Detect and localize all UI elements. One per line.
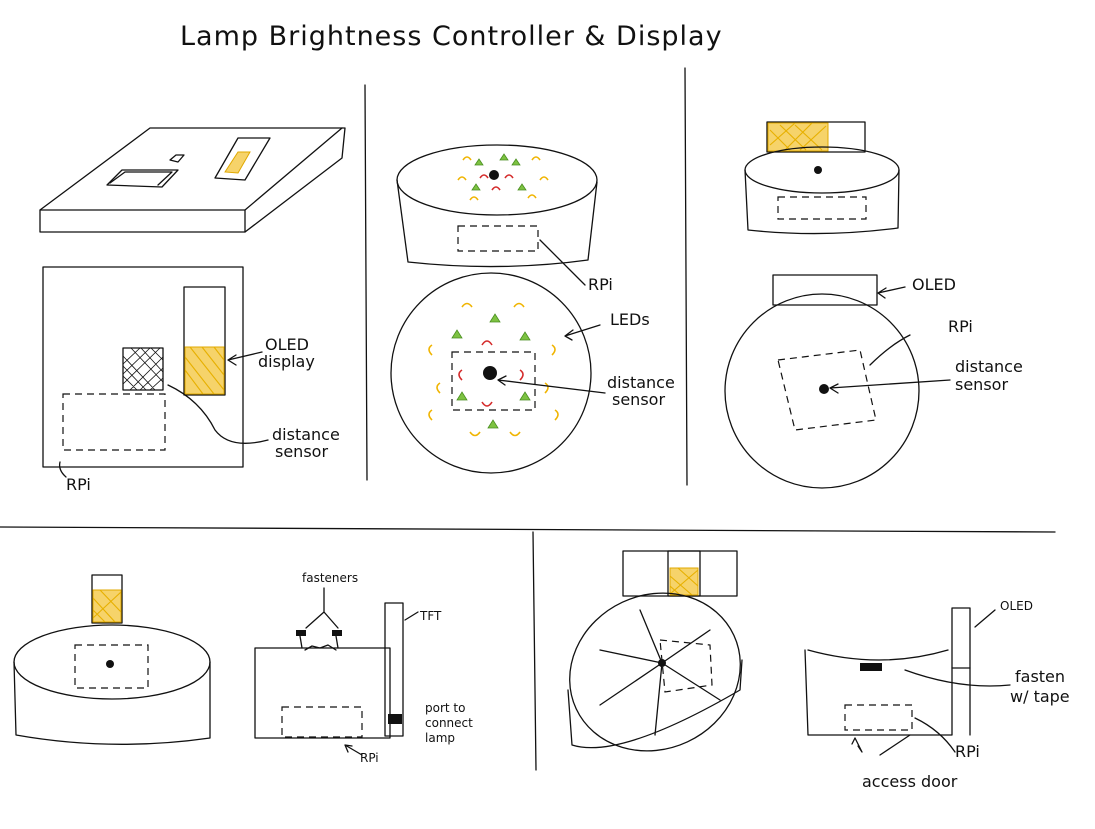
tft-side-section-sketch [254,587,419,756]
led-puck-top-sketch [390,272,606,474]
label-distance-sensor-b2: sensor [612,390,665,409]
label-oled-display-1: OLED [265,335,309,354]
oled-section-sketch [804,607,1011,756]
board-top-view-sketch [42,266,269,478]
label-rpi-b: RPi [588,275,613,294]
label-distance-sensor-c2: sensor [955,375,1008,394]
label-access-door: access door [862,772,958,791]
tilted-puck-sketch [567,550,743,752]
led-puck-side-sketch [396,144,598,286]
label-distance-sensor-a1: distance [272,425,340,444]
label-oled-c: OLED [912,275,956,294]
label-rpi-d: RPi [360,751,379,765]
label-fasten-1: fasten [1015,667,1065,686]
label-fasten-2: w/ tape [1010,687,1070,706]
label-leds: LEDs [610,310,650,329]
label-tft: TFT [419,609,442,623]
label-fasteners: fasteners [302,571,358,585]
label-distance-sensor-b1: distance [607,373,675,392]
panel-dividers [0,67,1056,771]
label-rpi-e: RPi [955,742,980,761]
label-rpi-a: RPi [66,475,91,494]
label-oled-display-2: display [258,352,315,371]
display-puck-sketch [13,574,211,745]
label-rpi-c: RPi [948,317,973,336]
diagram-title: Lamp Brightness Controller & Display [180,21,723,52]
label-oled-e: OLED [1000,599,1033,613]
label-port-2: connect [425,716,473,730]
oled-puck-top-sketch [724,274,951,489]
board-perspective-sketch [39,127,346,233]
label-distance-sensor-a2: sensor [275,442,328,461]
label-port-1: port to [425,701,465,715]
label-distance-sensor-c1: distance [955,357,1023,376]
oled-puck-side-sketch [744,121,900,235]
label-port-3: lamp [425,731,455,745]
